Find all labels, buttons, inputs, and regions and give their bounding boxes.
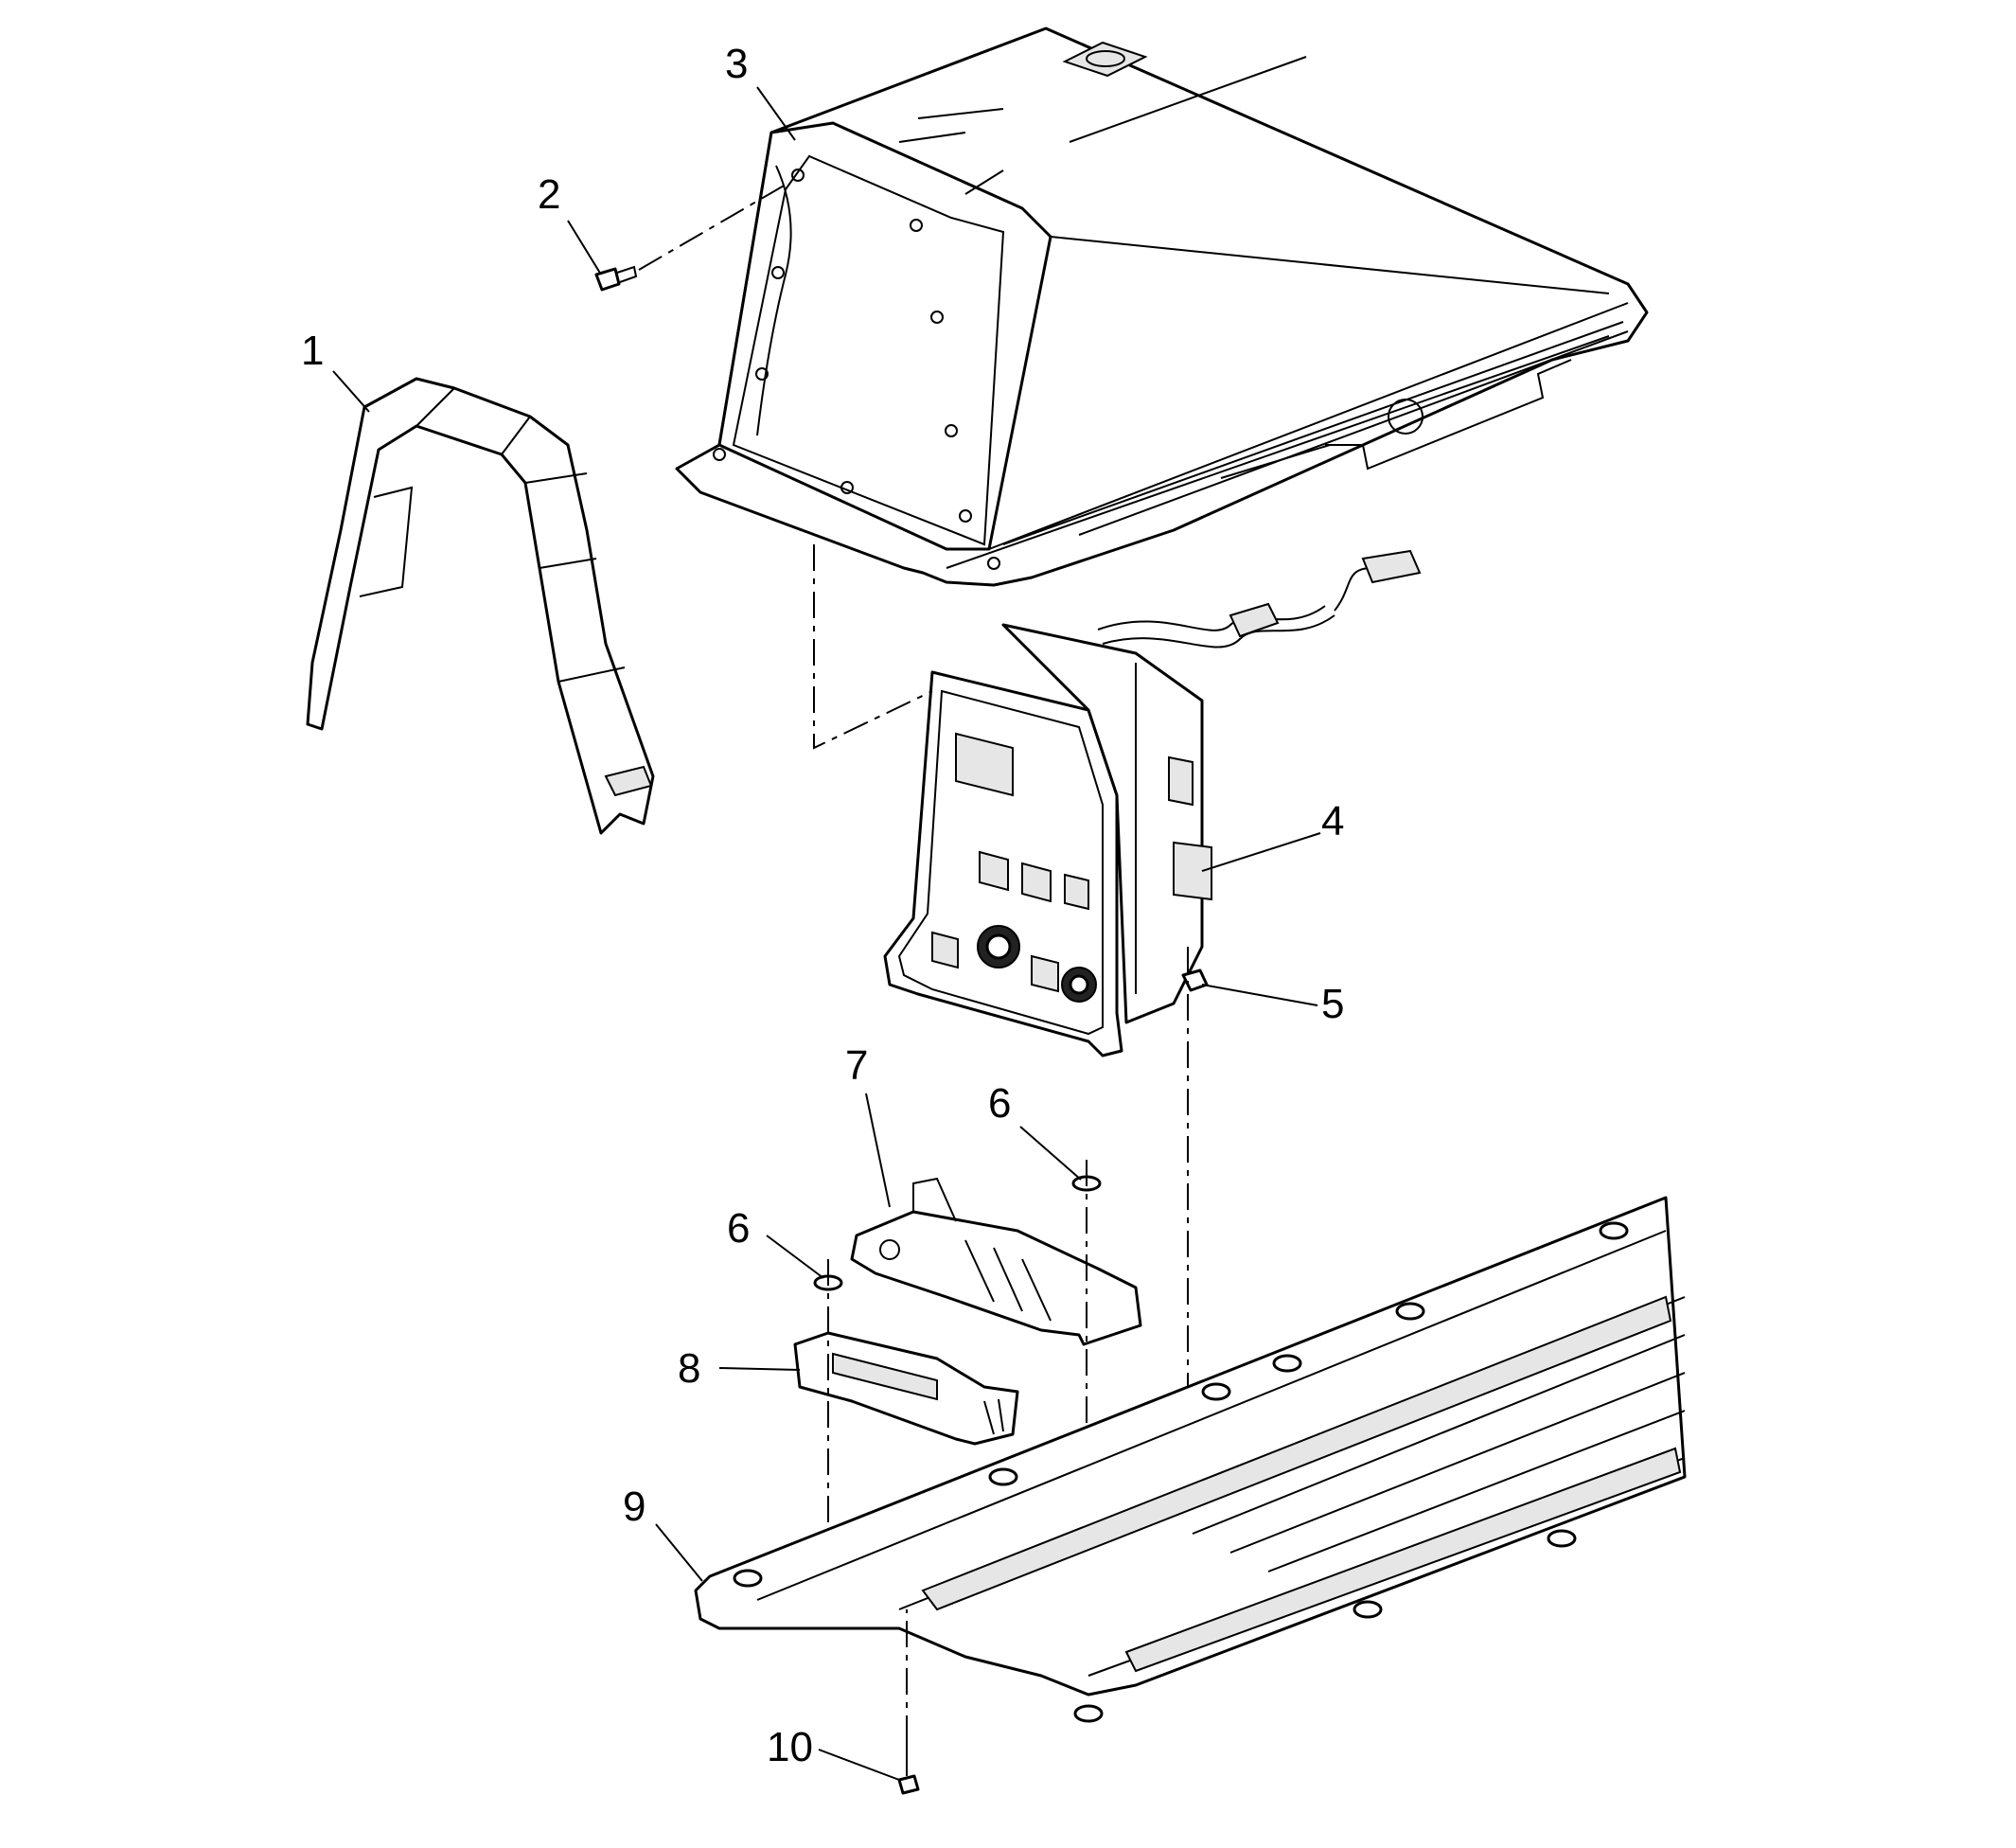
tray-bosses xyxy=(733,1221,1629,1723)
connector-bracket-part xyxy=(793,1331,1019,1446)
battery-cover-part xyxy=(675,27,1649,587)
battery-tray-part xyxy=(694,1196,1687,1723)
callout-3: 3 xyxy=(725,41,748,87)
callout-6b: 6 xyxy=(727,1205,750,1252)
callout-8: 8 xyxy=(678,1345,700,1392)
control-module-part xyxy=(883,549,1422,1057)
nut-part xyxy=(1181,968,1209,992)
callout-9: 9 xyxy=(623,1484,645,1530)
callout-leaders xyxy=(332,86,1321,1781)
callout-4: 4 xyxy=(1321,798,1344,844)
callout-5: 5 xyxy=(1321,981,1344,1027)
bolt-part xyxy=(594,265,638,292)
callout-1: 1 xyxy=(301,328,324,374)
callout-10: 10 xyxy=(767,1724,813,1770)
callout-2: 2 xyxy=(538,171,560,218)
callout-7: 7 xyxy=(845,1042,868,1089)
lower-bracket-part xyxy=(850,1177,1142,1346)
callout-6a: 6 xyxy=(988,1080,1011,1127)
bracket-part xyxy=(306,377,655,835)
callout-labels: 1 2 3 4 5 6 6 7 8 9 10 xyxy=(301,41,1344,1770)
cover-bolt-holes xyxy=(713,169,1000,570)
bottom-bolt-part xyxy=(897,1742,920,1795)
